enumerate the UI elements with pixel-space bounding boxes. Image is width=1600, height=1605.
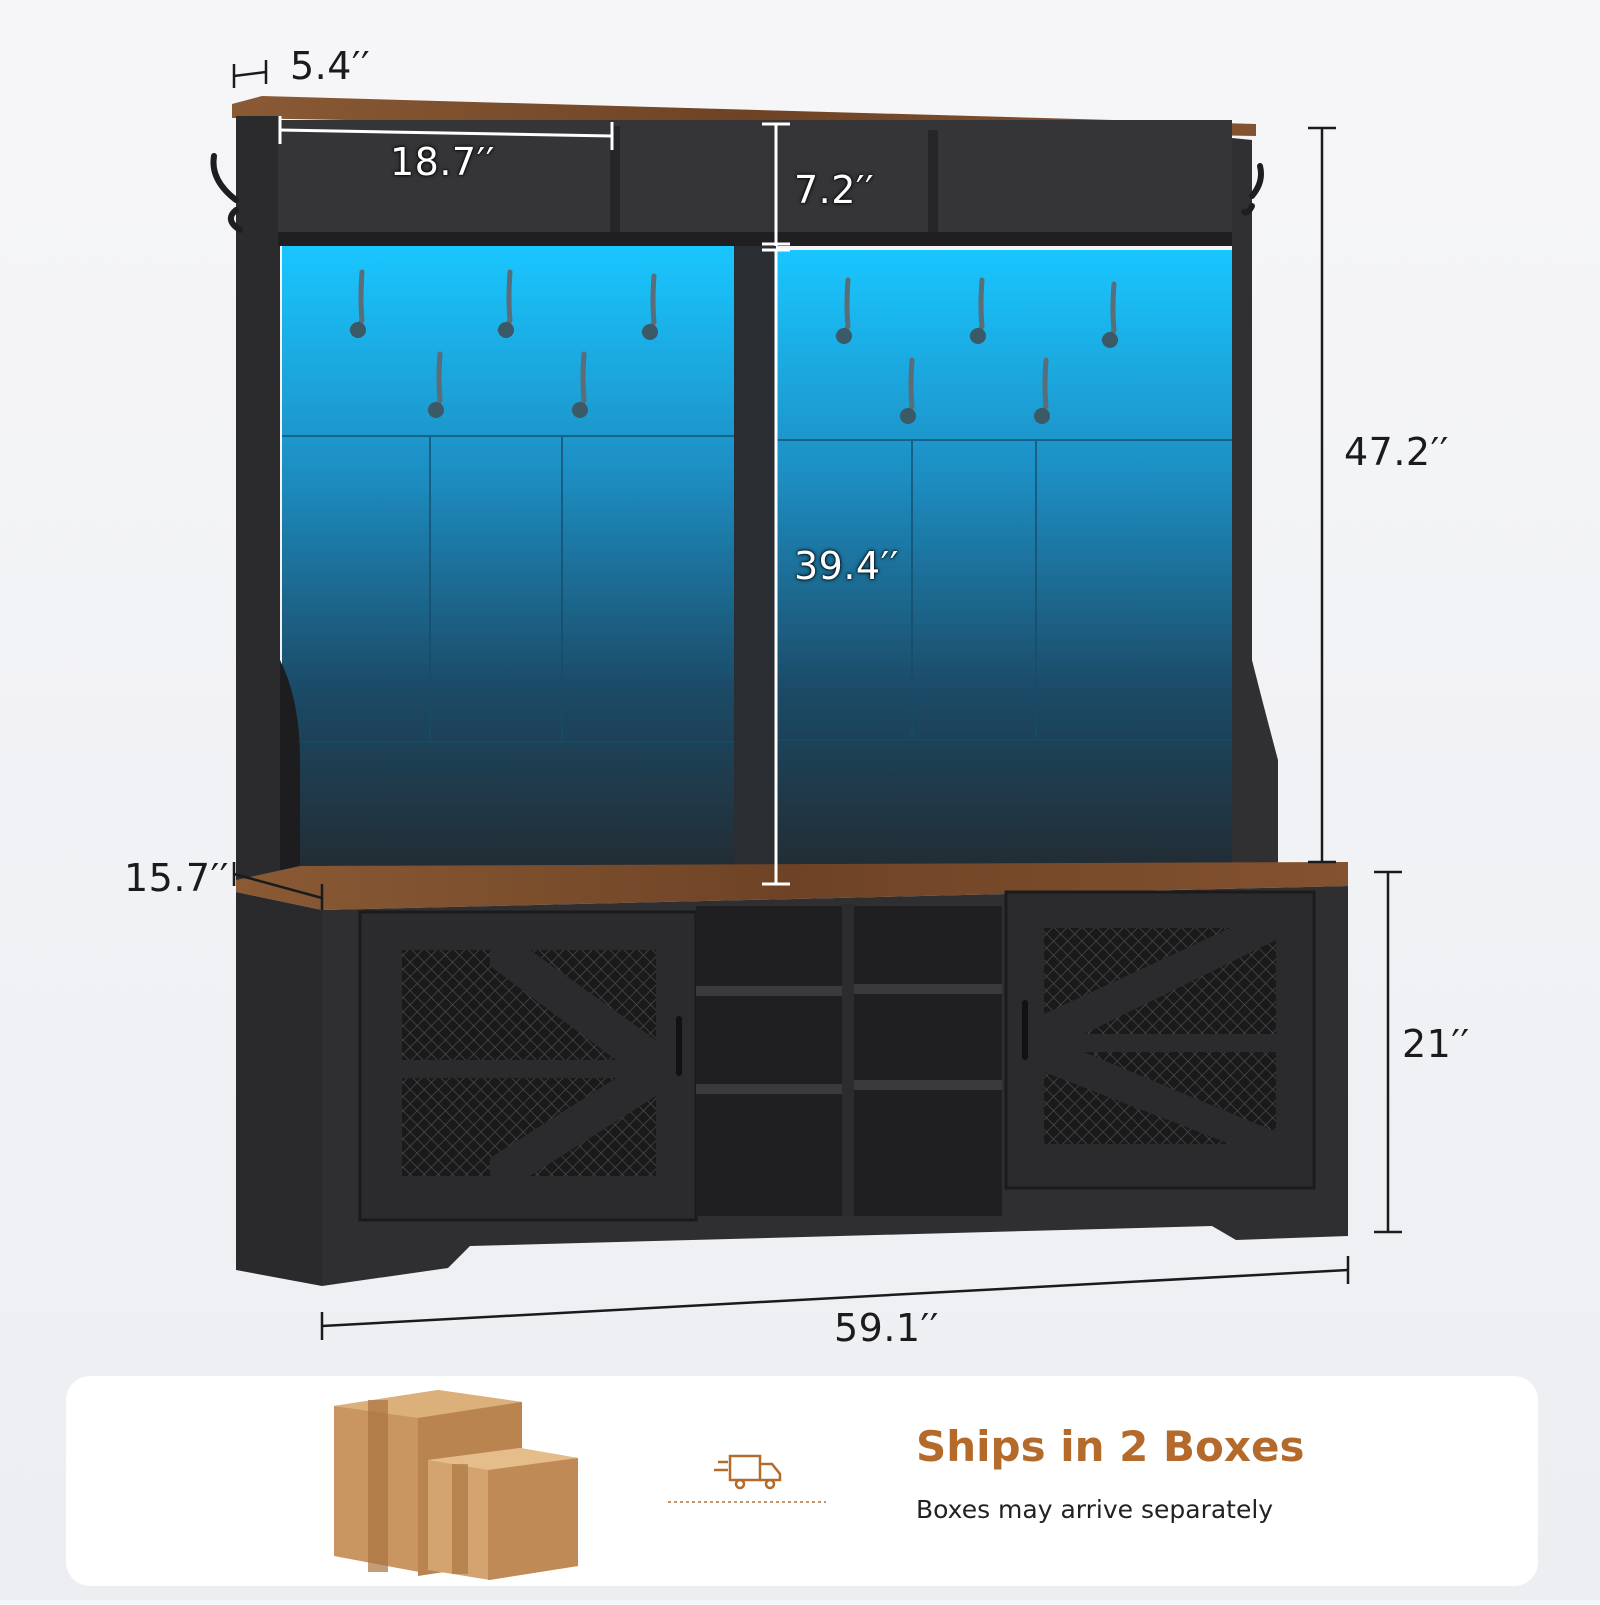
dimension-arrow-icon bbox=[232, 60, 1402, 1340]
cubby-width-label: 18.7′′ bbox=[390, 140, 495, 184]
hook-area-height-label: 39.4′′ bbox=[794, 544, 899, 588]
side-hook-left bbox=[210, 153, 243, 233]
cubby-height-label: 7.2′′ bbox=[794, 168, 875, 212]
left-side-panel bbox=[236, 116, 280, 886]
shipping-subtitle: Boxes may arrive separately bbox=[916, 1495, 1274, 1524]
bench-height-label: 21′′ bbox=[1402, 1022, 1470, 1066]
cubby-divider bbox=[928, 130, 938, 240]
right-side-panel bbox=[1232, 138, 1278, 880]
upper-hutch bbox=[210, 96, 1278, 886]
dimension-arrow-icon bbox=[278, 116, 790, 886]
total-height-label: 47.2′′ bbox=[1344, 430, 1449, 474]
cubby-row bbox=[278, 120, 1232, 244]
delivery-truck-icon bbox=[714, 1454, 782, 1490]
cubby-shelf bbox=[278, 232, 1232, 246]
bench-wood-top bbox=[236, 862, 1348, 910]
bench-cabinet bbox=[236, 862, 1348, 1286]
side-hook-right bbox=[1241, 163, 1264, 216]
total-width-label: 59.1′′ bbox=[834, 1306, 939, 1350]
top-depth-label: 5.4′′ bbox=[290, 44, 371, 88]
left-led-bay bbox=[282, 246, 734, 882]
open-shoe-shelves bbox=[696, 904, 1002, 1216]
cubby-divider bbox=[610, 126, 620, 238]
shipping-title: Ships in 2 Boxes bbox=[916, 1422, 1305, 1471]
right-led-bay bbox=[776, 250, 1232, 882]
bench-depth-label: 15.7′′ bbox=[124, 856, 229, 900]
shipping-info-card bbox=[66, 1376, 1538, 1586]
center-divider bbox=[734, 246, 776, 886]
right-barn-door bbox=[1004, 890, 1316, 1190]
left-barn-door bbox=[358, 910, 698, 1222]
